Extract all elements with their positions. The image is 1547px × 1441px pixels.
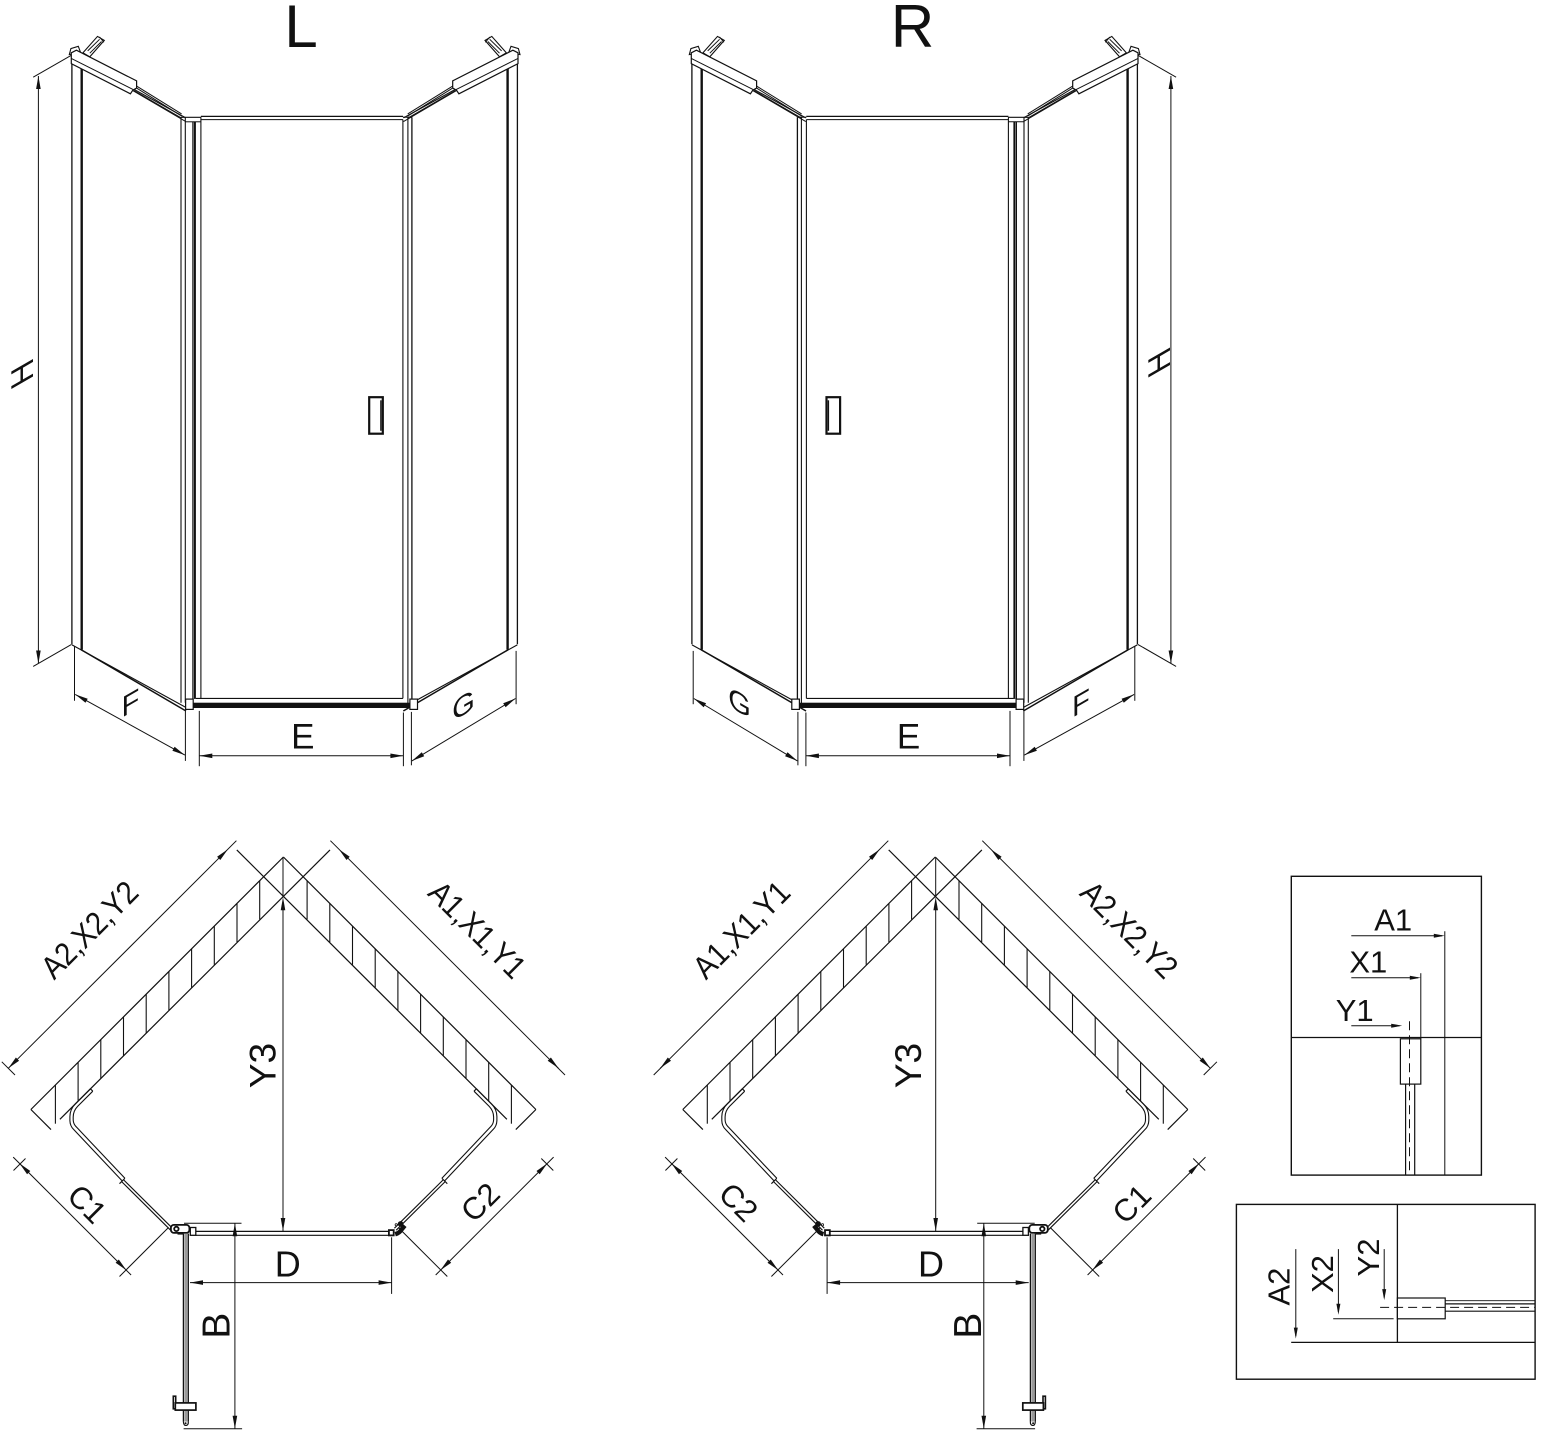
svg-text:D: D (275, 1243, 301, 1284)
svg-text:X1: X1 (1349, 945, 1387, 980)
svg-text:F: F (1072, 682, 1090, 725)
svg-text:A2: A2 (1262, 1268, 1297, 1306)
svg-text:A1: A1 (1374, 903, 1412, 938)
svg-text:F: F (122, 682, 140, 725)
svg-text:G: G (728, 680, 751, 725)
svg-text:D: D (918, 1243, 944, 1284)
svg-text:Y3: Y3 (888, 1043, 929, 1088)
svg-text:Y2: Y2 (1351, 1239, 1386, 1277)
svg-text:Y1: Y1 (1336, 993, 1374, 1028)
svg-text:E: E (897, 718, 920, 757)
svg-text:L: L (284, 0, 317, 60)
svg-text:E: E (291, 718, 314, 757)
svg-text:G: G (452, 683, 475, 728)
svg-text:B: B (947, 1313, 990, 1339)
svg-text:B: B (196, 1313, 239, 1339)
svg-text:Y3: Y3 (243, 1043, 284, 1088)
svg-text:X2: X2 (1305, 1255, 1340, 1293)
svg-text:R: R (891, 0, 934, 60)
